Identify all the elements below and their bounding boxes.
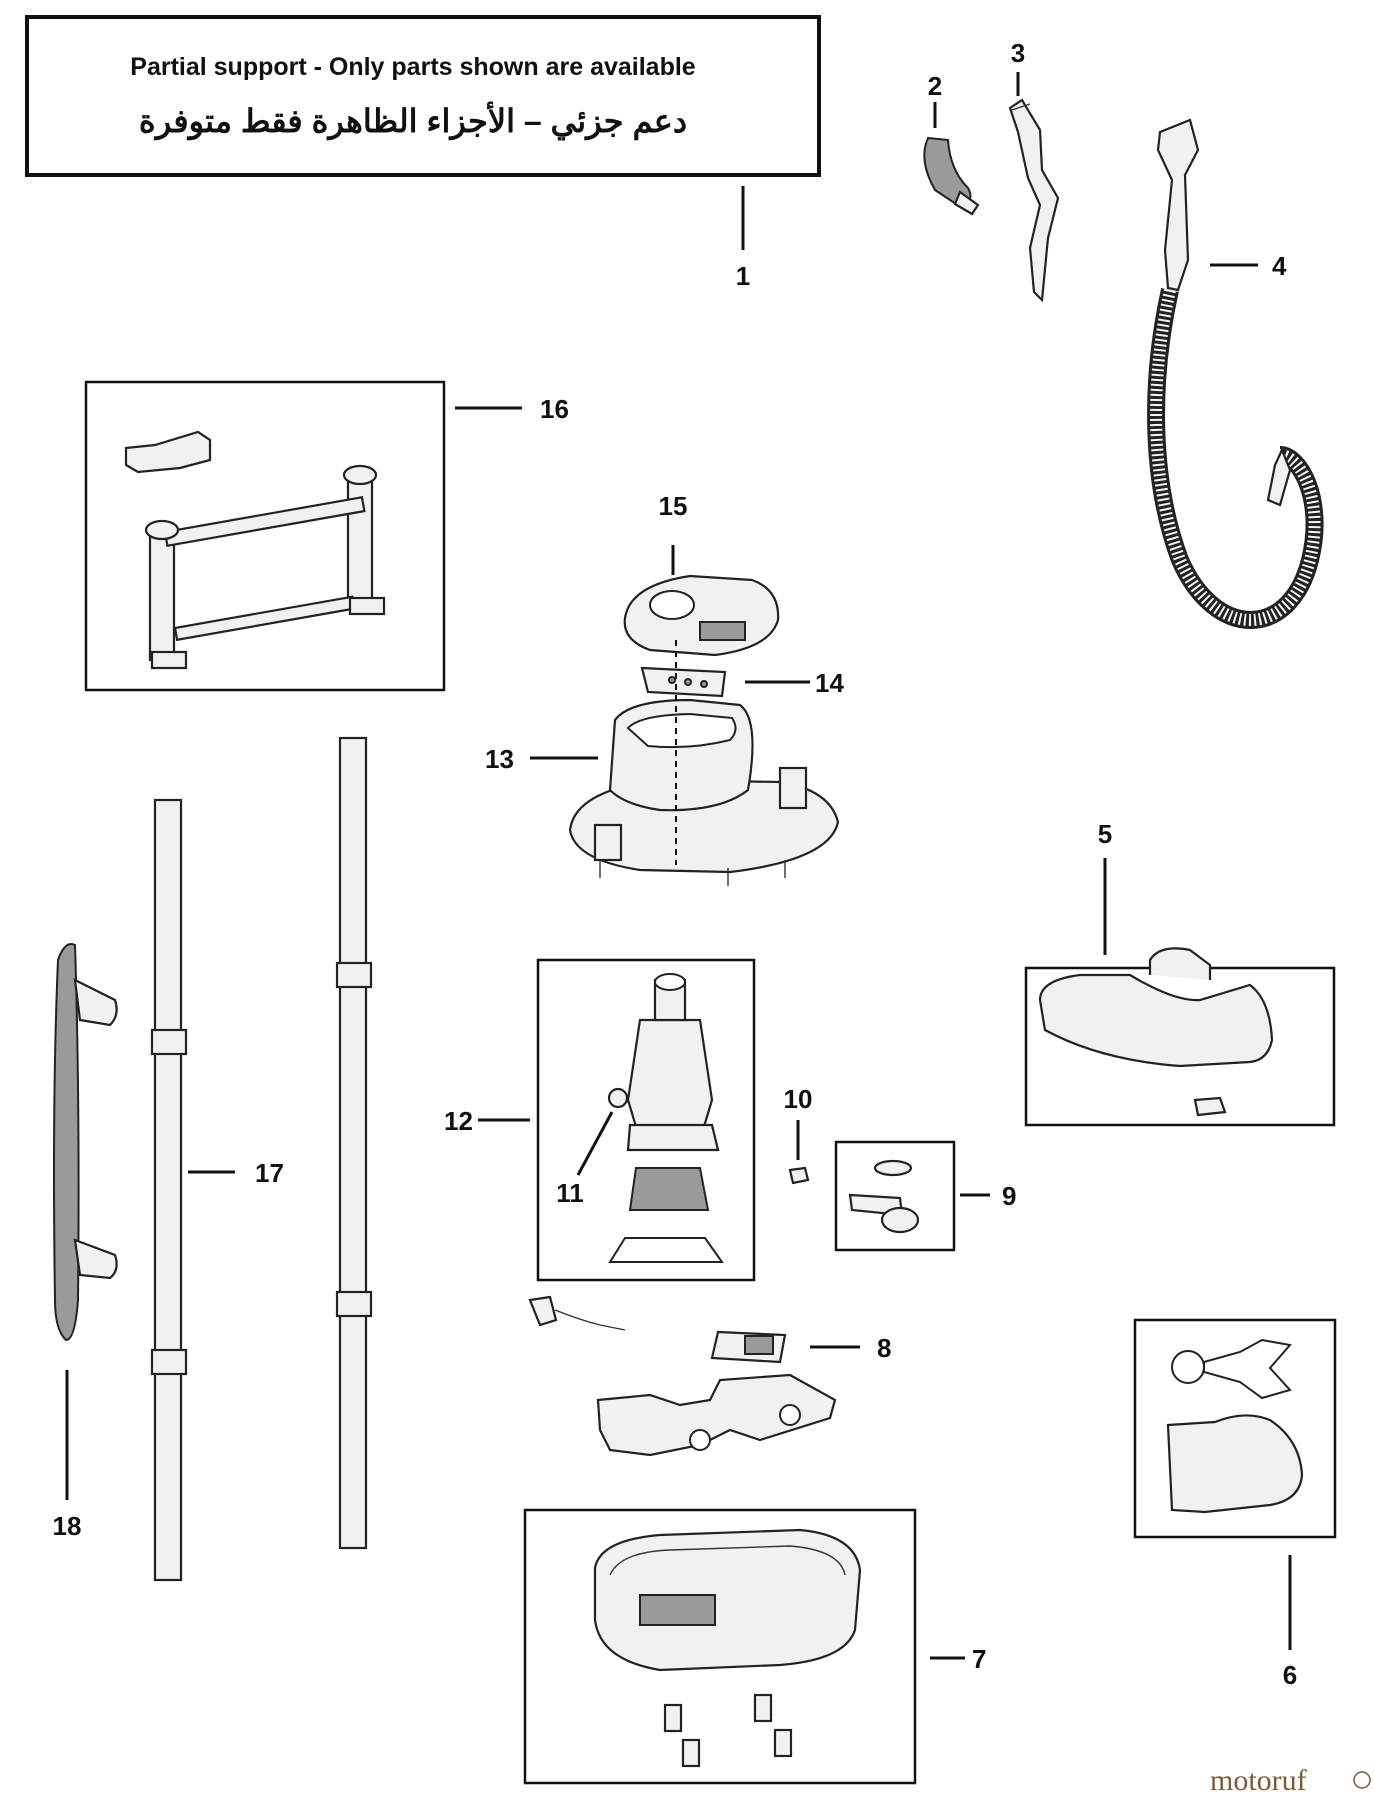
part-12-pump-assembly: [536, 958, 756, 1282]
part-16-stand-bracket: [84, 380, 446, 692]
notice-box: Partial support - Only parts shown are a…: [25, 15, 821, 177]
callout-14: 14: [815, 668, 844, 698]
notice-arabic: دعم جزئي – الأجزاء الظاهرة فقط متوفرة: [139, 100, 687, 141]
notice-english: Partial support - Only parts shown are a…: [130, 53, 696, 81]
leader-11: [576, 1111, 614, 1176]
part-15-top-cover: [623, 574, 780, 657]
callout-6: 6: [1283, 1660, 1297, 1690]
copyright-icon: [1353, 1771, 1371, 1789]
watermark-text: motoruf: [1210, 1764, 1307, 1797]
part-14-control-board: [640, 666, 727, 698]
callout-18: 18: [53, 1511, 82, 1541]
part-6-accessories: [1133, 1318, 1337, 1539]
part-3-clip: [1008, 98, 1060, 303]
callout-7: 7: [972, 1644, 986, 1674]
part-10-cap: [788, 1166, 810, 1185]
part-8-circuit-board: [528, 1295, 837, 1457]
part-17-poles: [150, 736, 373, 1582]
callout-3: 3: [1011, 38, 1025, 68]
callout-2: 2: [928, 71, 942, 101]
part-7-bottom-housing: [523, 1508, 917, 1785]
callout-17: 17: [255, 1158, 284, 1188]
callout-5: 5: [1098, 819, 1112, 849]
callout-8: 8: [877, 1333, 891, 1363]
callout-11: 11: [556, 1178, 584, 1208]
callout-4: 4: [1272, 251, 1287, 281]
part-13-upper-housing: [568, 698, 840, 886]
part-18-ironing-board: [53, 943, 118, 1342]
callout-1: 1: [736, 261, 750, 291]
part-4-hose: [1147, 118, 1324, 629]
callout-13: 13: [485, 744, 514, 774]
part-5-base-cover: [1024, 947, 1336, 1127]
part-9-valve: [834, 1140, 956, 1252]
callout-9: 9: [1002, 1181, 1016, 1211]
callout-12: 12: [444, 1106, 473, 1136]
callout-10: 10: [784, 1084, 813, 1114]
part-2-brush: [923, 136, 980, 216]
callout-15: 15: [659, 491, 688, 521]
callout-16: 16: [540, 394, 569, 424]
